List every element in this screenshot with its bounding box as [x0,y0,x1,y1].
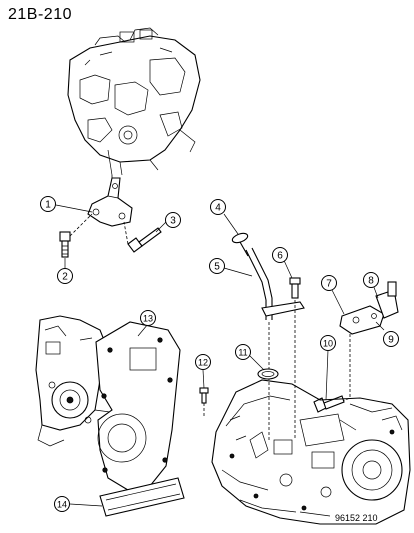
transaxle-illustration [211,379,411,525]
callout-13: 13 [140,310,156,326]
callout-6-label: 6 [277,251,283,262]
callout-10: 10 [320,335,336,351]
callout-1: 1 [40,196,56,212]
callout-6: 6 [272,247,288,263]
callout-1-label: 1 [45,200,51,211]
callout-5-label: 5 [214,262,220,273]
figure-code: 96152 210 [335,513,378,523]
callout-12: 12 [195,354,211,370]
callout-8: 8 [363,272,379,288]
dipstick-tube-part-5 [245,247,305,440]
bolt-part-12 [199,387,209,418]
callout-14-label: 14 [57,500,67,510]
engine-block-illustration [67,27,201,190]
callout-2: 2 [57,268,73,284]
callout-5: 5 [209,258,225,274]
page-code: 21B-210 [8,6,72,23]
bolt-part-2 [59,213,93,258]
callout-2-label: 2 [62,272,68,283]
inspection-cover-part-14 [99,477,185,517]
mount-bracket-part-1 [87,177,133,227]
callout-13-label: 13 [143,314,153,324]
callout-11: 11 [235,344,251,360]
callout-12-label: 12 [198,358,208,368]
callout-10-label: 10 [323,339,333,349]
callout-8-label: 8 [368,276,374,287]
dust-shield-part-13 [95,321,181,491]
callout-7-label: 7 [326,279,332,290]
callout-3-label: 3 [170,216,176,227]
dipstick-part-4 [231,232,249,257]
callout-7: 7 [321,275,337,291]
callout-9: 9 [383,331,399,347]
callout-11-label: 11 [238,348,247,358]
callout-9-label: 9 [388,335,394,346]
callout-14: 14 [54,496,70,512]
bolt-part-6 [289,277,301,440]
o-ring-part-11 [257,368,279,380]
callout-3: 3 [165,212,181,228]
callout-4: 4 [210,199,226,215]
bolt-part-10 [313,395,345,413]
bolt-part-3 [123,221,162,253]
callout-4-label: 4 [215,203,221,214]
